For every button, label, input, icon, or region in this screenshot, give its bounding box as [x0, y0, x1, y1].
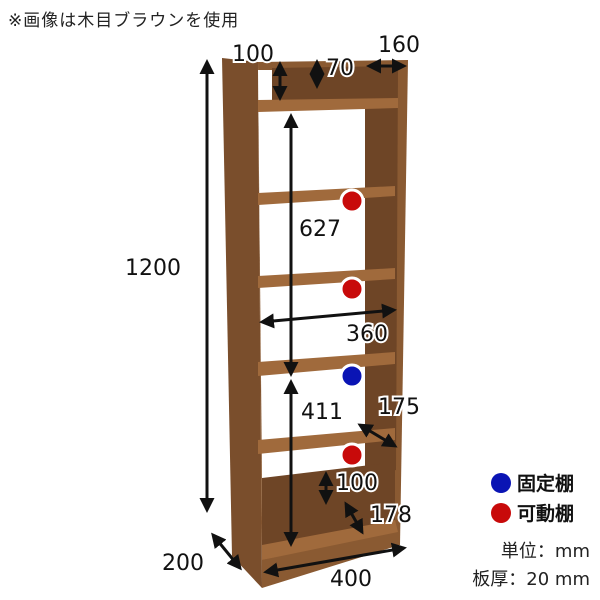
- left-side-panel: [222, 58, 262, 588]
- dim-depth: 200: [162, 551, 204, 576]
- fixed-shelf-marker: [339, 363, 365, 389]
- dim-width: 400: [330, 567, 372, 592]
- blue-dot-icon: [491, 473, 511, 493]
- fixed-top-shelf: [258, 98, 398, 112]
- thickness-text: 板厚：20 mm: [472, 569, 590, 590]
- image-note: ※画像は木目ブラウンを使用: [8, 11, 240, 31]
- red-dot-icon: [491, 503, 511, 523]
- dim-top-inner: 70: [326, 56, 354, 81]
- dim-top-gap: 100: [232, 42, 274, 67]
- legend-fixed: 固定棚: [517, 472, 574, 495]
- dim-height: 1200: [125, 256, 181, 281]
- unit-text: 単位：mm: [501, 541, 590, 562]
- dim-lower-space: 411: [301, 400, 343, 425]
- dim-upper-space: 627: [299, 217, 341, 242]
- top-back: [272, 66, 395, 100]
- dim-bottom-depth: 178: [370, 503, 412, 528]
- legend: 固定棚 可動棚: [491, 472, 574, 525]
- dimension-arrows: [199, 58, 407, 578]
- dim-shelf-depth: 175: [378, 395, 420, 420]
- movable-shelf-marker: [339, 276, 365, 302]
- dim-inner-width: 360: [346, 322, 388, 347]
- movable-shelf-marker: [339, 442, 365, 468]
- movable-shelf-marker: [339, 188, 365, 214]
- dim-top-depth: 160: [378, 33, 420, 58]
- dim-bottom-gap: 100: [336, 471, 378, 496]
- legend-movable: 可動棚: [517, 502, 574, 525]
